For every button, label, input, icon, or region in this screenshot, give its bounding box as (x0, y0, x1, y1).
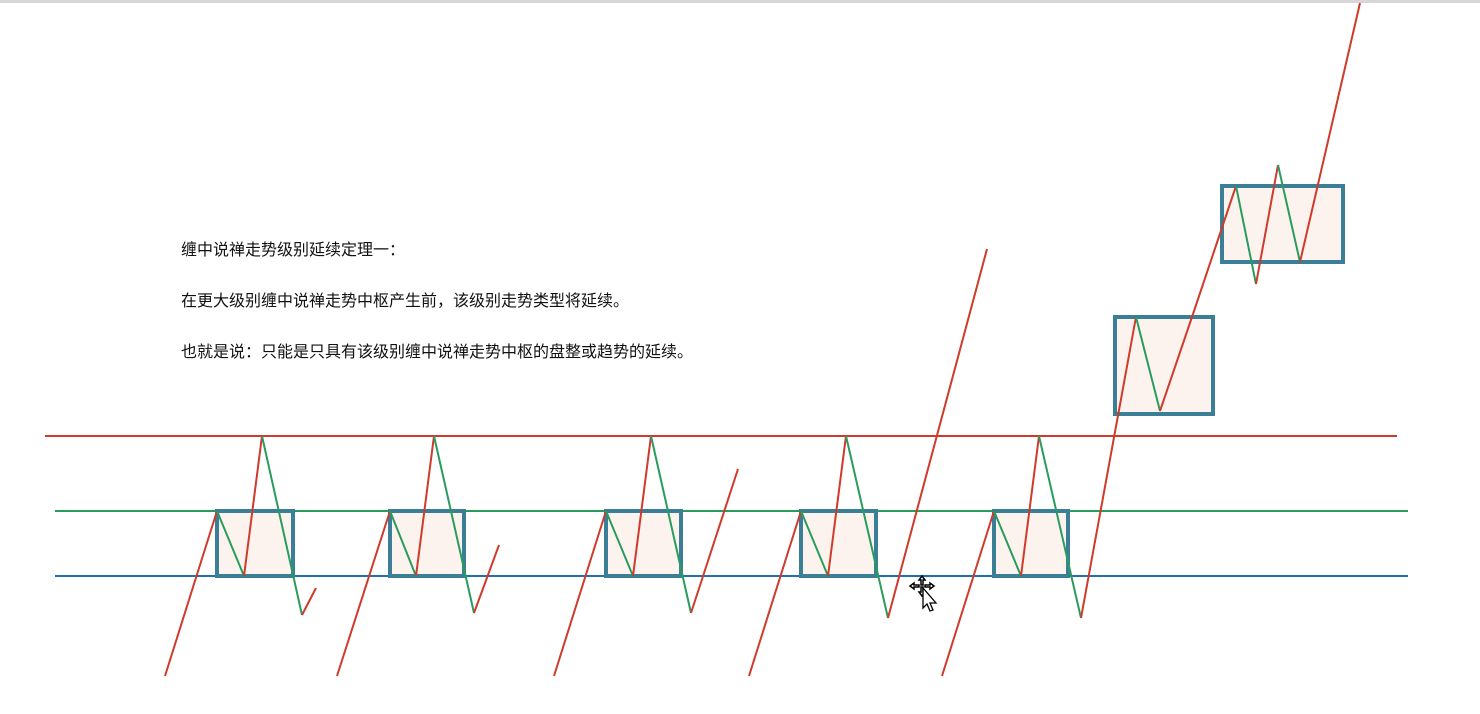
pattern-4 (748, 248, 988, 677)
pattern-2 (336, 435, 500, 677)
pattern-5 (941, 316, 1137, 677)
pattern-3 (553, 435, 739, 677)
pattern-6 (1135, 185, 1237, 412)
pivot-box-7 (1220, 184, 1345, 264)
move-cursor-icon (908, 574, 938, 612)
pattern-1 (164, 435, 317, 677)
theorem-statement: 在更大级别缠中说禅走势中枢产生前，该级别走势类型将延续。 (181, 291, 630, 310)
pivot-box-2 (388, 509, 466, 578)
theorem-explanation: 也就是说：只能是只具有该级别缠中说禅走势中枢的盘整或趋势的延续。 (181, 342, 694, 361)
top-border (0, 0, 1480, 3)
pattern-7 (1235, 2, 1361, 285)
theorem-title: 缠中说禅走势级别延续定理一： (181, 240, 406, 259)
pivot-box-5 (992, 509, 1070, 578)
